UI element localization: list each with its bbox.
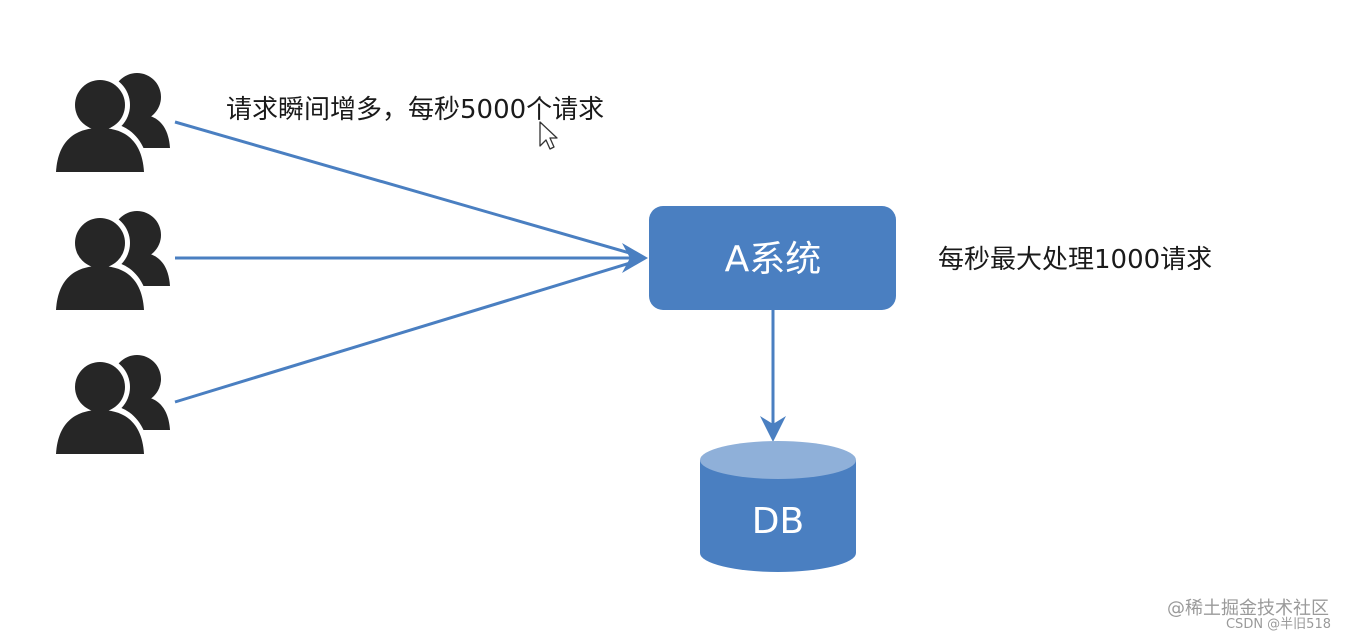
request-arrow-bottom (174, 258, 641, 404)
request-arrows (174, 120, 641, 404)
database-label: DB (752, 501, 804, 542)
capacity-label: 每秒最大处理1000请求 (938, 245, 1212, 275)
incoming-requests-label: 请求瞬间增多，每秒5000个请求 (226, 95, 604, 125)
users-icon (50, 355, 170, 460)
users-icon (50, 73, 170, 178)
database-node: DB (700, 441, 856, 572)
request-arrow-top (174, 120, 641, 258)
system-a-label: A系统 (725, 239, 822, 280)
mouse-cursor-icon (539, 121, 558, 150)
juejin-watermark: @稀土掘金技术社区 (1167, 598, 1329, 619)
users-icon (50, 211, 170, 316)
db-arrowhead-icon (760, 416, 786, 442)
csdn-watermark: CSDN @半旧518 (1226, 617, 1331, 632)
system-a-node: A系统 (649, 206, 896, 310)
users-group (50, 73, 170, 460)
arrowhead-icon (622, 243, 648, 273)
